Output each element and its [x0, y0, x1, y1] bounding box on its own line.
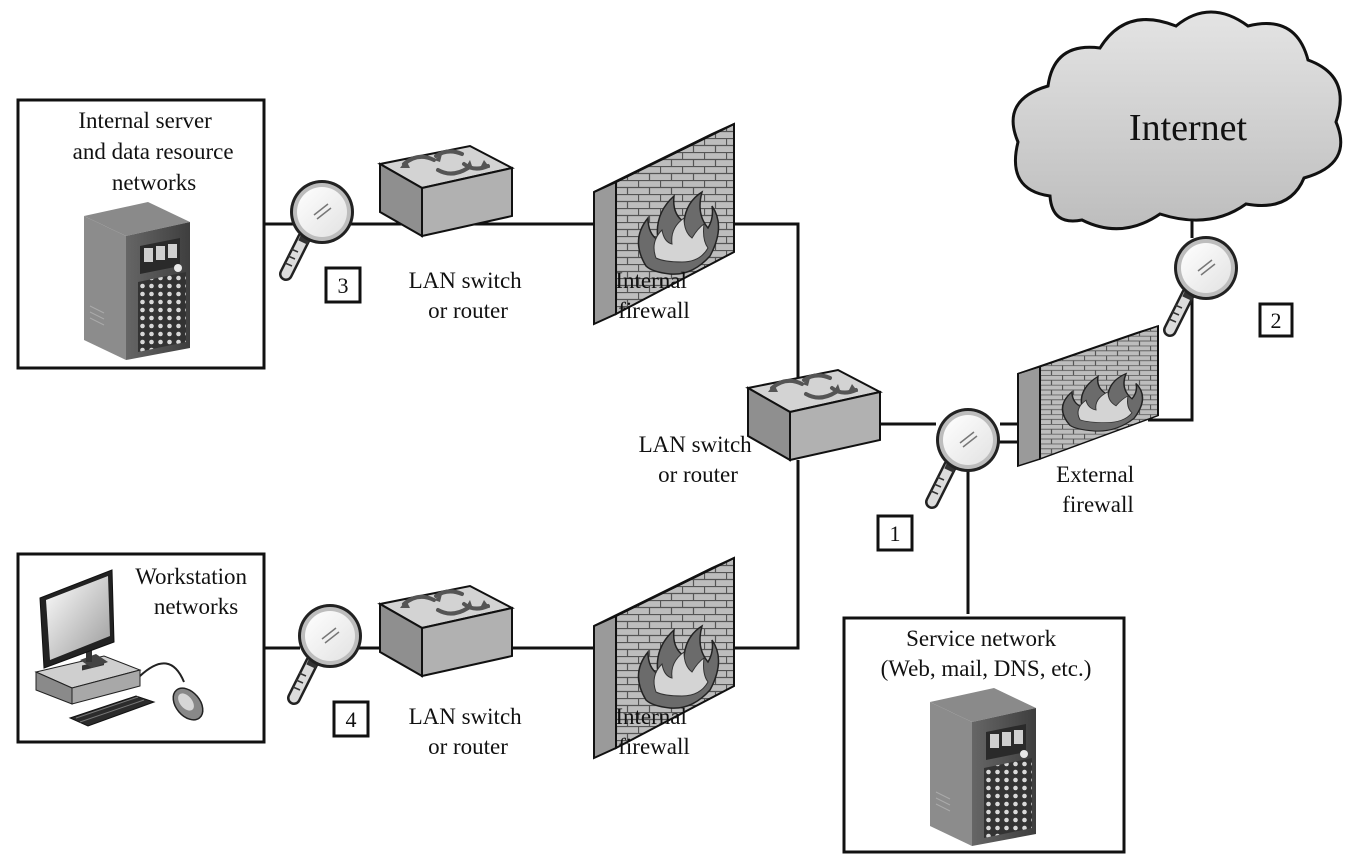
monitor-point-badge — [876, 514, 914, 552]
monitor-point-number: 2 — [1271, 308, 1282, 333]
switch-top-label: LAN switch or router — [409, 268, 528, 323]
magnifier-icon — [285, 180, 354, 274]
internet-label: Internet — [1129, 107, 1248, 149]
switch-bottom: LAN switch or router — [378, 584, 528, 759]
monitor-point-number: 3 — [338, 273, 349, 298]
workstation-networks: Workstation networks — [16, 552, 266, 744]
workstation-label: Workstation networks — [135, 564, 253, 619]
monitor-point-3: 3 — [285, 180, 362, 304]
firewall-external: External firewall — [1017, 325, 1159, 517]
switch-top: LAN switch or router — [378, 144, 528, 323]
monitor-point-4: 4 — [293, 604, 370, 738]
monitor-point-1: 1 — [876, 408, 1000, 552]
monitor-point-number: 1 — [890, 521, 901, 546]
magnifier-icon — [293, 604, 362, 698]
firewall-internal-top: Internal firewall — [593, 123, 735, 325]
firewall-external-label: External firewall — [1056, 462, 1140, 517]
monitor-point-badge — [324, 266, 362, 304]
magnifier-icon — [1169, 236, 1238, 330]
service-network-label: Service network (Web, mail, DNS, etc.) — [881, 626, 1092, 681]
monitor-point-badge — [332, 700, 370, 738]
internet-cloud: Internet — [1011, 10, 1343, 231]
firewall-internal-bottom: Internal firewall — [593, 557, 735, 759]
switch-center-label: LAN switch or router — [639, 432, 758, 487]
firewall-internal-top-label: Internal firewall — [615, 268, 692, 323]
switch-icon — [378, 584, 514, 678]
switch-center: LAN switch or router — [639, 368, 882, 487]
monitor-point-badge — [1258, 302, 1294, 338]
firewall-icon — [593, 123, 735, 325]
internal-server-networks: Internal server and data resource networ… — [16, 98, 266, 370]
monitor-point-number: 4 — [346, 707, 357, 732]
service-network: Service network (Web, mail, DNS, etc.) — [842, 616, 1126, 854]
magnifier-icon — [931, 408, 1000, 502]
firewall-internal-bottom-label: Internal firewall — [615, 704, 692, 759]
server-icon — [929, 687, 1037, 847]
monitor-point-2: 2 — [1169, 236, 1294, 338]
workstation-icon — [34, 569, 204, 727]
switch-icon — [746, 368, 882, 462]
server-icon — [83, 201, 191, 361]
switch-bottom-label: LAN switch or router — [409, 704, 528, 759]
internal-server-label: Internal server and data resource networ… — [73, 108, 240, 195]
firewall-icon — [1017, 325, 1159, 467]
